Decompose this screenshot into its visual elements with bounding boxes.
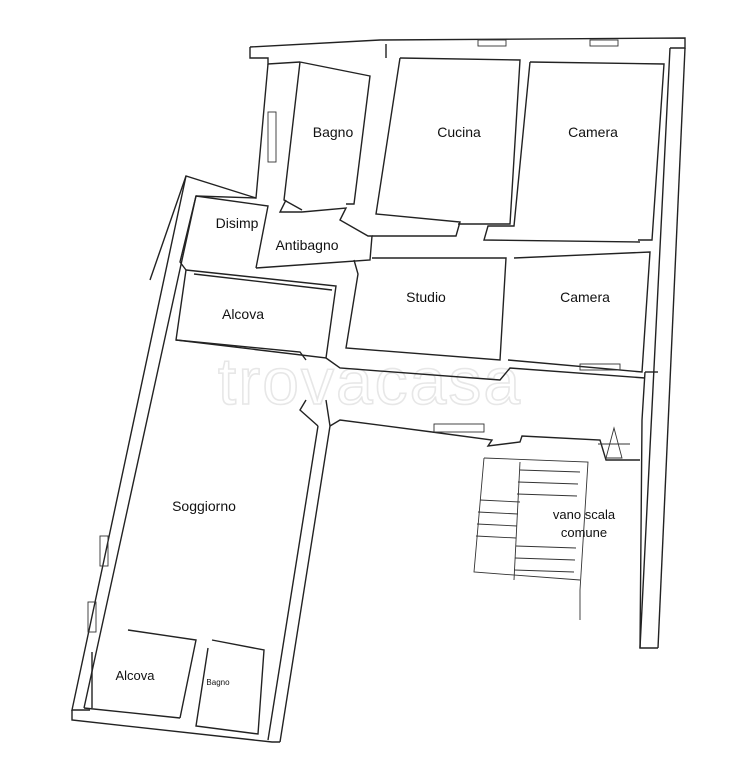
label-vano-scala-2: comune	[561, 525, 607, 540]
windows	[87, 39, 621, 633]
label-camera-top: Camera	[568, 124, 618, 140]
label-cucina: Cucina	[437, 124, 481, 140]
label-alcova-bottom: Alcova	[115, 668, 155, 683]
room-labels: Bagno Cucina Camera Disimp Antibagno Stu…	[115, 124, 618, 687]
label-bagno-top: Bagno	[313, 124, 354, 140]
label-antibagno: Antibagno	[275, 237, 338, 253]
label-bagno-bottom: Bagno	[206, 678, 230, 687]
label-alcova-top: Alcova	[222, 306, 264, 322]
interior-walls	[91, 44, 665, 735]
label-soggiorno: Soggiorno	[172, 498, 236, 514]
label-vano-scala-1: vano scala	[553, 507, 616, 522]
staircase	[473, 426, 630, 620]
label-disimp: Disimp	[216, 215, 259, 231]
label-camera-mid: Camera	[560, 289, 610, 305]
watermark-text: trovacasa	[218, 344, 522, 418]
label-studio: Studio	[406, 289, 446, 305]
outer-walls	[71, 37, 686, 743]
